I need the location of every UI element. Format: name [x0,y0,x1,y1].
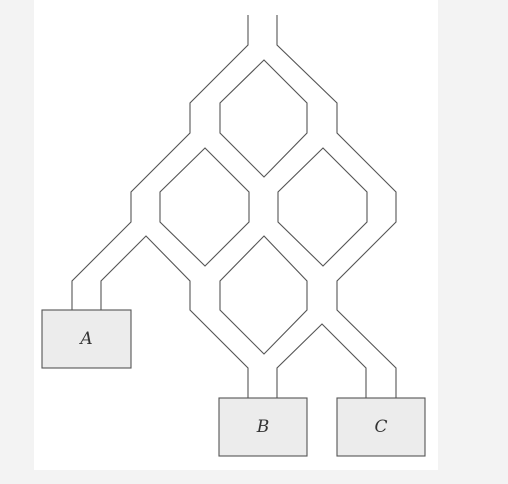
box-b: B [218,397,308,457]
island-top [219,59,308,178]
island-middle-right [277,147,368,267]
island-lower [219,235,308,355]
outer-right-wall [276,15,397,398]
box-b-label: B [256,417,270,437]
island-middle-left [159,147,250,267]
branch-b-c-divider-wall [276,323,367,398]
branch-to-a-inner-wall [100,235,249,398]
box-a: A [41,309,132,369]
outer-left-wall [71,15,249,310]
box-c-label: C [374,417,387,437]
box-a-label: A [78,329,92,349]
box-c: C [336,397,426,457]
